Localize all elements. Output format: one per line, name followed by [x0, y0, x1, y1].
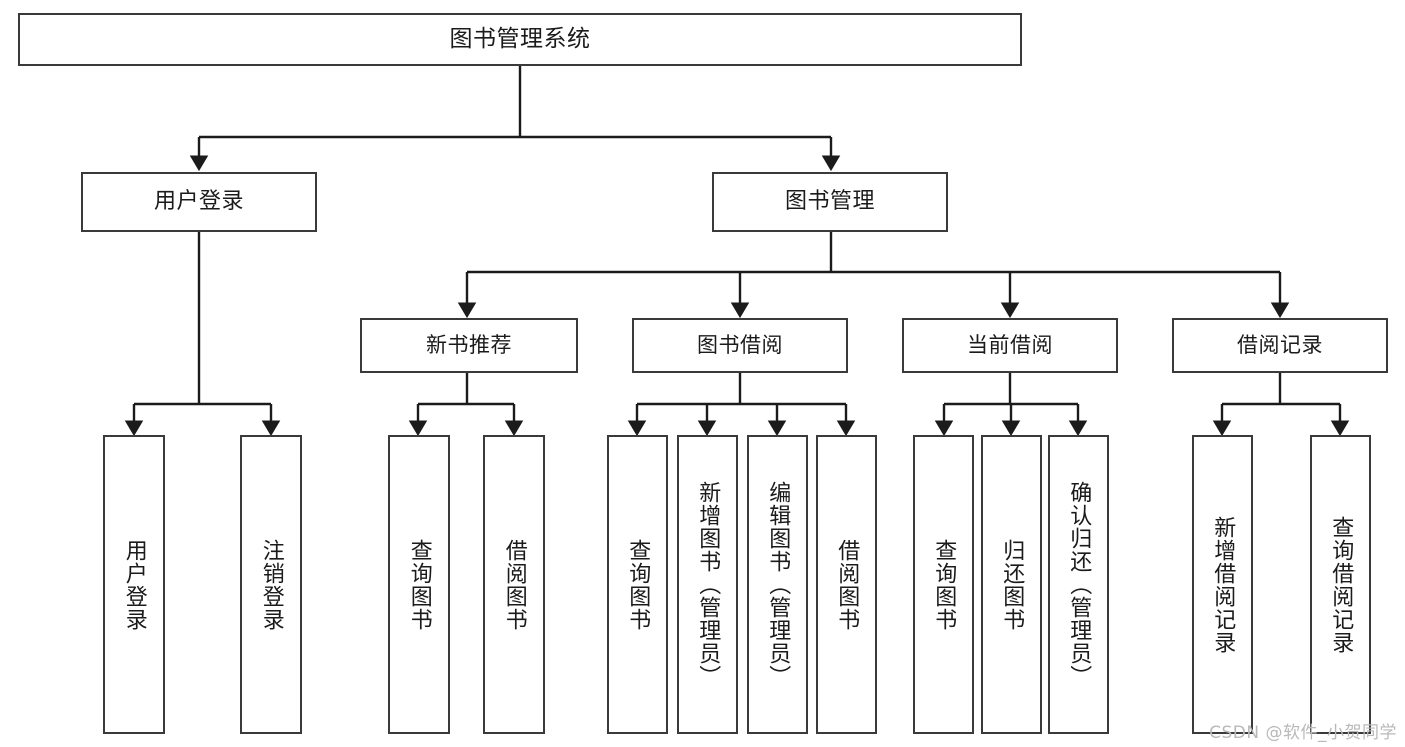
node-label: 图书管理系统: [449, 25, 591, 52]
node-new-book-recommend[interactable]: 新书推荐: [360, 318, 578, 373]
watermark-text: CSDN @软件_小贺同学: [1209, 723, 1397, 743]
node-label: 借阅图书: [834, 538, 860, 631]
leaf-current-return-book[interactable]: 归还图书: [981, 435, 1042, 734]
node-label: 编辑图书（管理员）: [765, 481, 791, 688]
node-label: 新书推荐: [426, 333, 512, 358]
leaf-current-confirm-return-admin[interactable]: 确认归还（管理员）: [1048, 435, 1109, 734]
node-label: 确认归还（管理员）: [1066, 481, 1092, 688]
node-label: 归还图书: [999, 538, 1025, 631]
node-label: 查询图书: [625, 538, 651, 631]
node-book-management[interactable]: 图书管理: [712, 172, 948, 232]
node-label: 注销登录: [258, 538, 284, 631]
node-book-borrow[interactable]: 图书借阅: [632, 318, 848, 373]
node-user-login[interactable]: 用户登录: [81, 172, 317, 232]
node-label: 借阅记录: [1237, 333, 1323, 358]
node-label: 查询借阅记录: [1328, 515, 1354, 654]
node-label: 新增借阅记录: [1210, 515, 1236, 654]
node-label: 图书借阅: [697, 333, 783, 358]
node-root-system[interactable]: 图书管理系统: [18, 13, 1022, 66]
leaf-current-query-book[interactable]: 查询图书: [913, 435, 974, 734]
leaf-user-login-login[interactable]: 用户登录: [103, 435, 165, 734]
node-label: 图书管理: [784, 189, 875, 215]
leaf-user-login-logout[interactable]: 注销登录: [240, 435, 302, 734]
leaf-recommend-borrow-book[interactable]: 借阅图书: [483, 435, 545, 734]
leaf-borrow-add-book-admin[interactable]: 新增图书（管理员）: [677, 435, 738, 734]
node-label: 新增图书（管理员）: [695, 481, 721, 688]
node-current-borrow[interactable]: 当前借阅: [902, 318, 1118, 373]
leaf-borrow-edit-book-admin[interactable]: 编辑图书（管理员）: [747, 435, 808, 734]
leaf-recommend-query-book[interactable]: 查询图书: [388, 435, 450, 734]
leaf-record-query-record[interactable]: 查询借阅记录: [1310, 435, 1371, 734]
node-label: 当前借阅: [967, 333, 1053, 358]
leaf-record-add-record[interactable]: 新增借阅记录: [1192, 435, 1253, 734]
node-label: 用户登录: [121, 538, 147, 631]
node-label: 用户登录: [153, 189, 244, 215]
leaf-borrow-borrow-book[interactable]: 借阅图书: [816, 435, 877, 734]
leaf-borrow-query-book[interactable]: 查询图书: [607, 435, 668, 734]
node-label: 查询图书: [931, 538, 957, 631]
node-label: 查询图书: [406, 538, 432, 631]
node-label: 借阅图书: [501, 538, 527, 631]
node-borrow-record[interactable]: 借阅记录: [1172, 318, 1388, 373]
